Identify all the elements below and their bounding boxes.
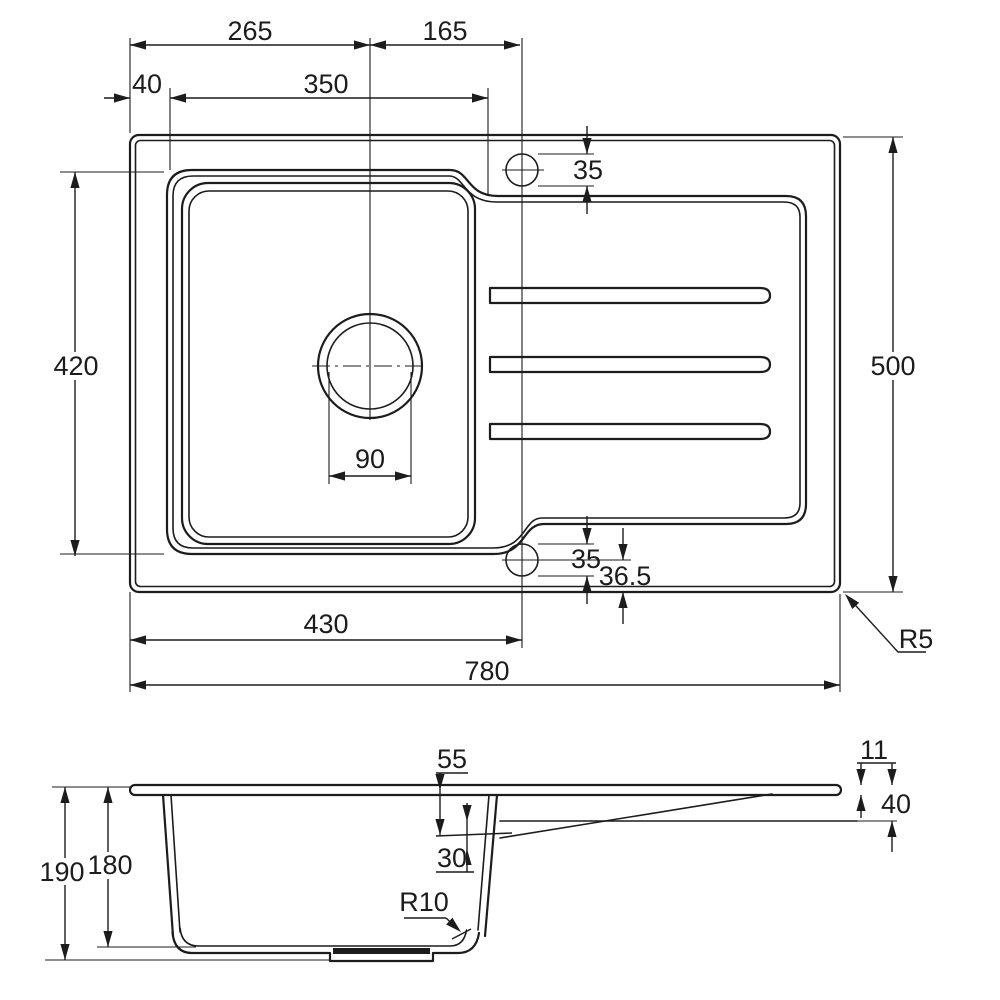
rim-drainer-outline-outer (165, 168, 808, 556)
dim-780: 780 (464, 656, 509, 686)
rim-drainer-outline-inner (172, 175, 801, 549)
section-dimension-labels: 55 11 40 190 180 30 R10 (39, 735, 911, 917)
plan-extension-lines (60, 38, 903, 692)
dim-11: 11 (860, 735, 888, 765)
dim-180: 180 (87, 850, 132, 880)
bowl-bottom-inner (179, 927, 468, 947)
dim-35-bottom: 35 (571, 544, 601, 574)
deck-profile (128, 783, 843, 797)
dim-190: 190 (39, 857, 84, 887)
dim-40-side: 40 (881, 789, 911, 819)
tap-hole-top (502, 153, 544, 187)
bowl-outline-outer (180, 181, 477, 546)
dim-40: 40 (132, 69, 162, 99)
dim-30: 30 (437, 843, 467, 873)
dim-r5: R5 (899, 624, 934, 654)
sink-outline-outer (128, 133, 842, 594)
bowl-section (161, 793, 499, 963)
dim-55: 55 (437, 744, 467, 774)
plan-dimension-labels: 265 165 40 350 35 420 500 90 35 36.5 430… (53, 16, 933, 686)
drainer-groove (488, 355, 772, 374)
dim-500: 500 (870, 351, 915, 381)
dim-r10: R10 (399, 887, 449, 917)
dim-36-5: 36.5 (599, 561, 652, 591)
dim-420: 420 (53, 351, 98, 381)
dim-265: 265 (227, 16, 272, 46)
drainer-groove (488, 286, 772, 305)
drainer-groove (488, 422, 772, 441)
section-view: 55 11 40 190 180 30 R10 (39, 735, 911, 963)
plan-view: 265 165 40 350 35 420 500 90 35 36.5 430… (53, 16, 933, 692)
drainer-grooves (488, 286, 772, 441)
sink-outline-inner (134, 139, 836, 588)
dim-165: 165 (422, 16, 467, 46)
dim-430: 430 (303, 609, 348, 639)
bowl-bottom-outer (171, 930, 481, 963)
dim-90: 90 (355, 444, 385, 474)
waste-boss (333, 948, 430, 954)
drainer-section (435, 793, 897, 873)
dim-350: 350 (303, 69, 348, 99)
bowl-outline-inner (188, 190, 469, 538)
dim-35-top: 35 (573, 155, 603, 185)
